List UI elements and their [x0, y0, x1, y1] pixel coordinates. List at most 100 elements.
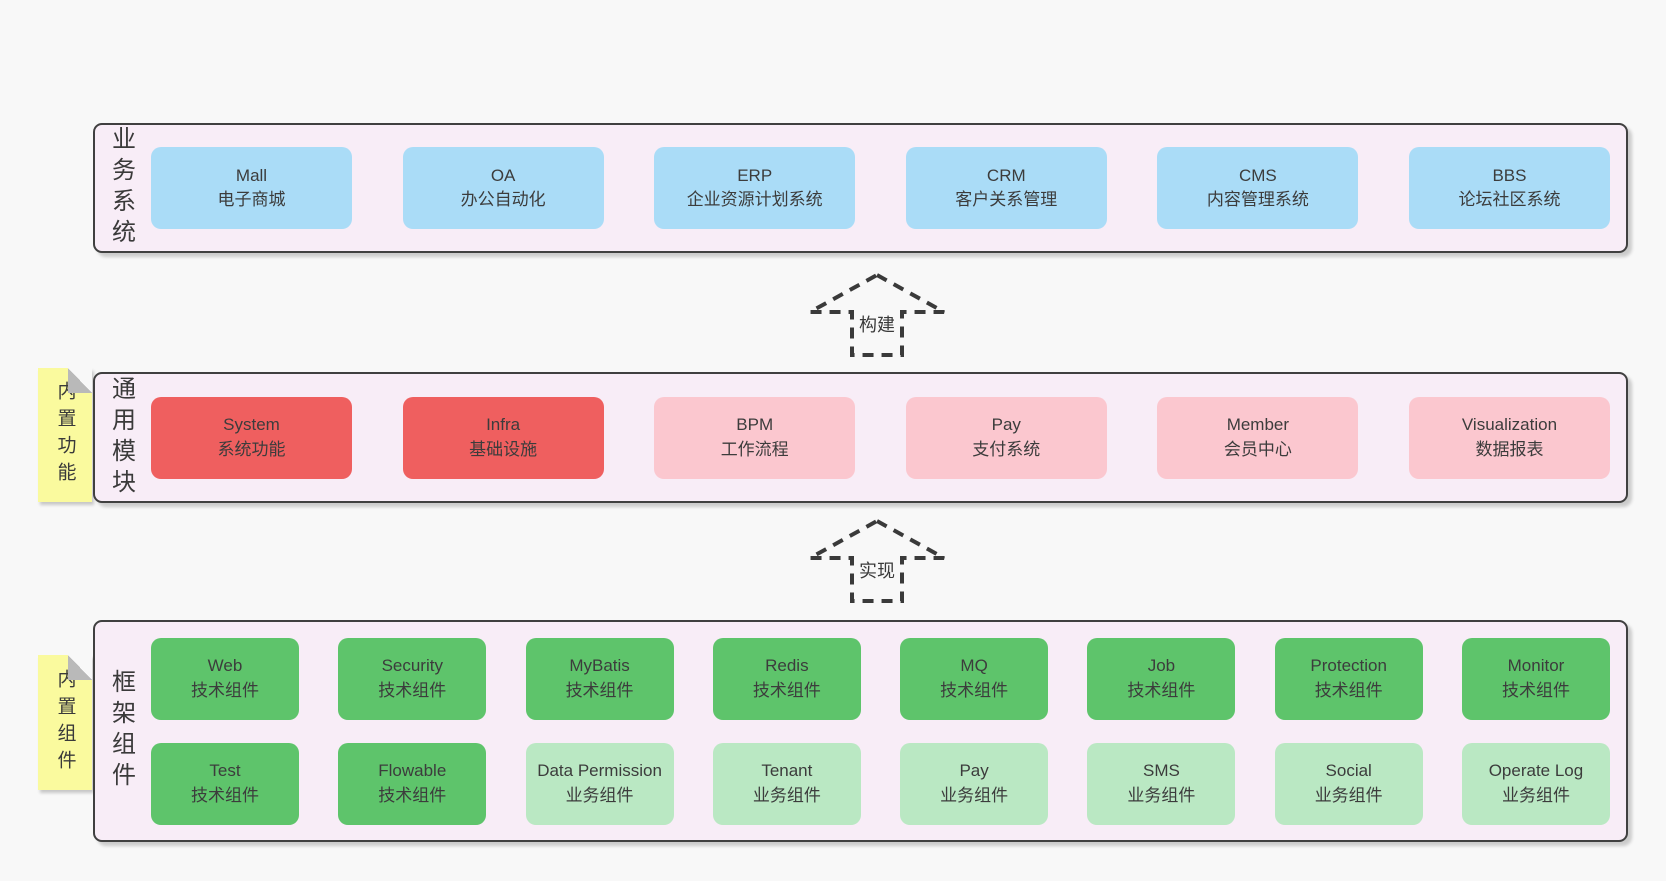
- node-desc: 工作流程: [720, 439, 789, 459]
- node-name: ERP: [737, 165, 773, 185]
- node-name: Flowable: [378, 761, 447, 781]
- build-arrow-label: 构建: [855, 310, 899, 338]
- node-name: Protection: [1310, 656, 1387, 676]
- node-desc: 技术组件: [1501, 680, 1570, 700]
- diagram-node-monitor: Monitor 技术组件: [1461, 637, 1610, 720]
- build-arrow: 构建: [807, 272, 947, 358]
- diagram-node-data-permission: Data Permission 业务组件: [525, 742, 674, 825]
- sticky-note-built-in-components: 内置组件: [38, 655, 92, 790]
- diagram-node-sms: SMS 业务组件: [1087, 742, 1236, 825]
- common-modules-row: System 系统功能 Infra 基础设施 BPM 工作流程 Pay 支付系统…: [147, 374, 1626, 501]
- node-desc: 技术组件: [565, 680, 634, 700]
- node-name: OA: [490, 165, 516, 185]
- node-desc: 论坛社区系统: [1458, 190, 1561, 209]
- node-name: Job: [1147, 656, 1176, 676]
- node-desc: 支付系统: [972, 439, 1041, 459]
- node-desc: 业务组件: [565, 785, 634, 805]
- node-desc: 数据报表: [1475, 439, 1544, 459]
- node-desc: 技术组件: [191, 680, 259, 700]
- diagram-node-web: Web 技术组件: [151, 637, 299, 720]
- node-desc: 企业资源计划系统: [686, 190, 823, 209]
- diagram-node-pay-component: Pay 业务组件: [900, 742, 1049, 825]
- node-desc: 内容管理系统: [1206, 190, 1309, 209]
- diagram-node-security: Security 技术组件: [338, 637, 487, 720]
- node-name: Member: [1226, 415, 1290, 435]
- framework-components-row-2: Test 技术组件 Flowable 技术组件 Data Permission …: [151, 742, 1610, 825]
- node-name: Redis: [765, 656, 809, 676]
- diagram-node-pay-module: Pay 支付系统: [905, 396, 1107, 479]
- diagram-node-test: Test 技术组件: [151, 742, 299, 825]
- diagram-node-job: Job 技术组件: [1087, 637, 1236, 720]
- node-desc: 技术组件: [752, 680, 821, 700]
- node-desc: 会员中心: [1223, 439, 1292, 459]
- node-desc: 业务组件: [1501, 785, 1570, 805]
- common-modules-section-label: 通用模块: [107, 375, 135, 500]
- dashed-up-arrow-icon: [809, 518, 945, 603]
- diagram-node-crm: CRM 客户关系管理: [905, 147, 1107, 229]
- business-systems-section-label: 业务系统: [107, 126, 135, 250]
- business-systems-section: 业务系统 Mall 电子商城 OA 办公自动化 ERP 企业资源计划系统 CRM…: [93, 123, 1628, 253]
- node-name: Social: [1325, 761, 1372, 781]
- diagram-node-protection: Protection 技术组件: [1274, 637, 1423, 720]
- diagram-node-bpm: BPM 工作流程: [654, 396, 856, 479]
- node-desc: 办公自动化: [460, 190, 546, 209]
- implement-arrow: 实现: [807, 518, 947, 604]
- node-desc: 技术组件: [940, 680, 1009, 700]
- node-name: Tenant: [761, 761, 813, 781]
- business-systems-row: Mall 电子商城 OA 办公自动化 ERP 企业资源计划系统 CRM 客户关系…: [147, 125, 1626, 251]
- node-desc: 业务组件: [1314, 785, 1383, 805]
- dashed-up-arrow-icon: [809, 272, 945, 357]
- node-name: Security: [381, 656, 443, 676]
- node-desc: 技术组件: [378, 785, 447, 805]
- diagram-node-mybatis: MyBatis 技术组件: [525, 637, 674, 720]
- diagram-node-redis: Redis 技术组件: [712, 637, 861, 720]
- diagram-node-cms: CMS 内容管理系统: [1157, 147, 1359, 229]
- node-name: Web: [207, 656, 243, 676]
- node-desc: 系统功能: [217, 439, 286, 459]
- diagram-node-mq: MQ 技术组件: [900, 637, 1049, 720]
- node-name: MyBatis: [569, 656, 630, 676]
- node-name: Infra: [486, 415, 521, 435]
- node-name: BBS: [1492, 165, 1527, 185]
- framework-components-grid: Web 技术组件 Security 技术组件 MyBatis 技术组件 Redi…: [147, 622, 1626, 840]
- framework-components-section-label: 框架组件: [107, 669, 135, 793]
- framework-components-row-1: Web 技术组件 Security 技术组件 MyBatis 技术组件 Redi…: [151, 637, 1610, 720]
- node-name: MQ: [960, 656, 988, 676]
- node-desc: 业务组件: [1127, 785, 1196, 805]
- node-desc: 业务组件: [940, 785, 1009, 805]
- diagram-node-oa: OA 办公自动化: [402, 147, 604, 229]
- node-desc: 技术组件: [191, 785, 259, 805]
- node-name: CRM: [986, 165, 1026, 185]
- diagram-node-tenant: Tenant 业务组件: [712, 742, 861, 825]
- diagram-node-member: Member 会员中心: [1157, 396, 1359, 479]
- node-name: CMS: [1238, 165, 1277, 185]
- node-name: Visualization: [1461, 415, 1558, 435]
- node-name: Data Permission: [537, 761, 662, 781]
- diagram-node-operate-log: Operate Log 业务组件: [1461, 742, 1610, 825]
- node-desc: 技术组件: [1127, 680, 1196, 700]
- implement-arrow-label: 实现: [855, 556, 899, 584]
- diagram-node-visualization: Visualization 数据报表: [1408, 396, 1610, 479]
- node-name: Pay: [959, 761, 989, 781]
- node-name: Test: [209, 761, 241, 781]
- diagram-node-bbs: BBS 论坛社区系统: [1408, 147, 1610, 229]
- node-desc: 电子商城: [217, 190, 286, 209]
- node-name: Mall: [235, 165, 268, 185]
- common-modules-section: 通用模块 System 系统功能 Infra 基础设施 BPM 工作流程 Pay…: [93, 372, 1628, 503]
- node-desc: 客户关系管理: [955, 190, 1058, 209]
- node-name: Pay: [991, 415, 1021, 435]
- node-name: Monitor: [1507, 656, 1565, 676]
- diagram-node-social: Social 业务组件: [1274, 742, 1423, 825]
- node-name: BPM: [736, 415, 774, 435]
- node-desc: 技术组件: [378, 680, 447, 700]
- node-desc: 业务组件: [752, 785, 821, 805]
- diagram-node-mall: Mall 电子商城: [151, 147, 352, 229]
- diagram-node-erp: ERP 企业资源计划系统: [654, 147, 856, 229]
- sticky-note-built-in-features: 内置功能: [38, 368, 92, 502]
- node-name: System: [223, 415, 280, 435]
- diagram-node-system: System 系统功能: [151, 396, 352, 479]
- node-name: Operate Log: [1488, 761, 1584, 781]
- diagram-node-infra: Infra 基础设施: [402, 396, 604, 479]
- diagram-node-flowable: Flowable 技术组件: [338, 742, 487, 825]
- framework-components-section: 框架组件 Web 技术组件 Security 技术组件 MyBatis 技术组件…: [93, 620, 1628, 842]
